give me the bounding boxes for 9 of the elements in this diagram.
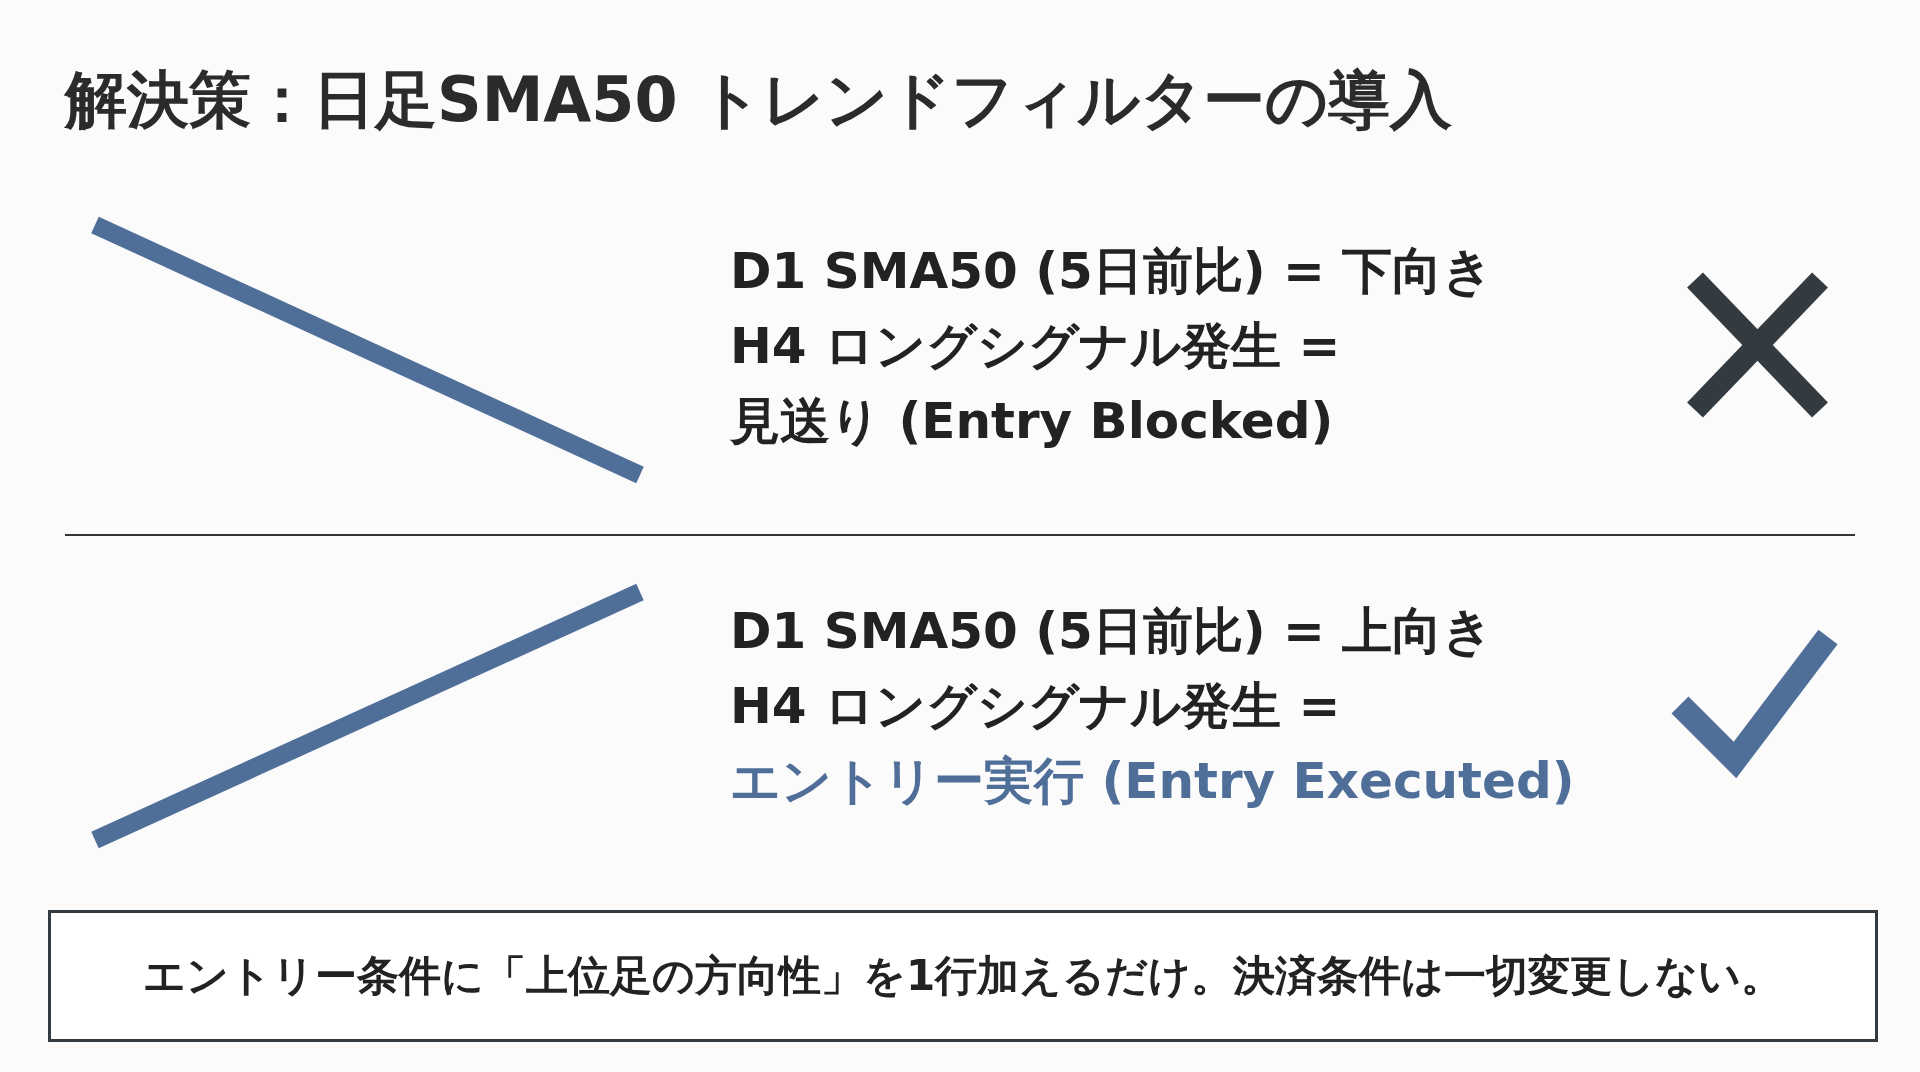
condition-text: 見送り (Entry Blocked)	[730, 391, 1334, 452]
condition-text: エントリー実行 (Entry Executed)	[730, 751, 1575, 812]
note-box	[48, 910, 1878, 1042]
condition-text: H4 ロングシグナル発生 =	[730, 676, 1341, 737]
condition-text: D1 SMA50 (5日前比) = 上向き	[730, 601, 1494, 662]
condition-text: D1 SMA50 (5日前比) = 下向き	[730, 241, 1494, 302]
slide-title: 解決策：日足SMA50 トレンドフィルターの導入	[65, 62, 1453, 138]
condition-text: H4 ロングシグナル発生 =	[730, 316, 1341, 377]
note-text: エントリー条件に「上位足の方向性」を1行加えるだけ。決済条件は一切変更しない。	[142, 950, 1784, 1002]
